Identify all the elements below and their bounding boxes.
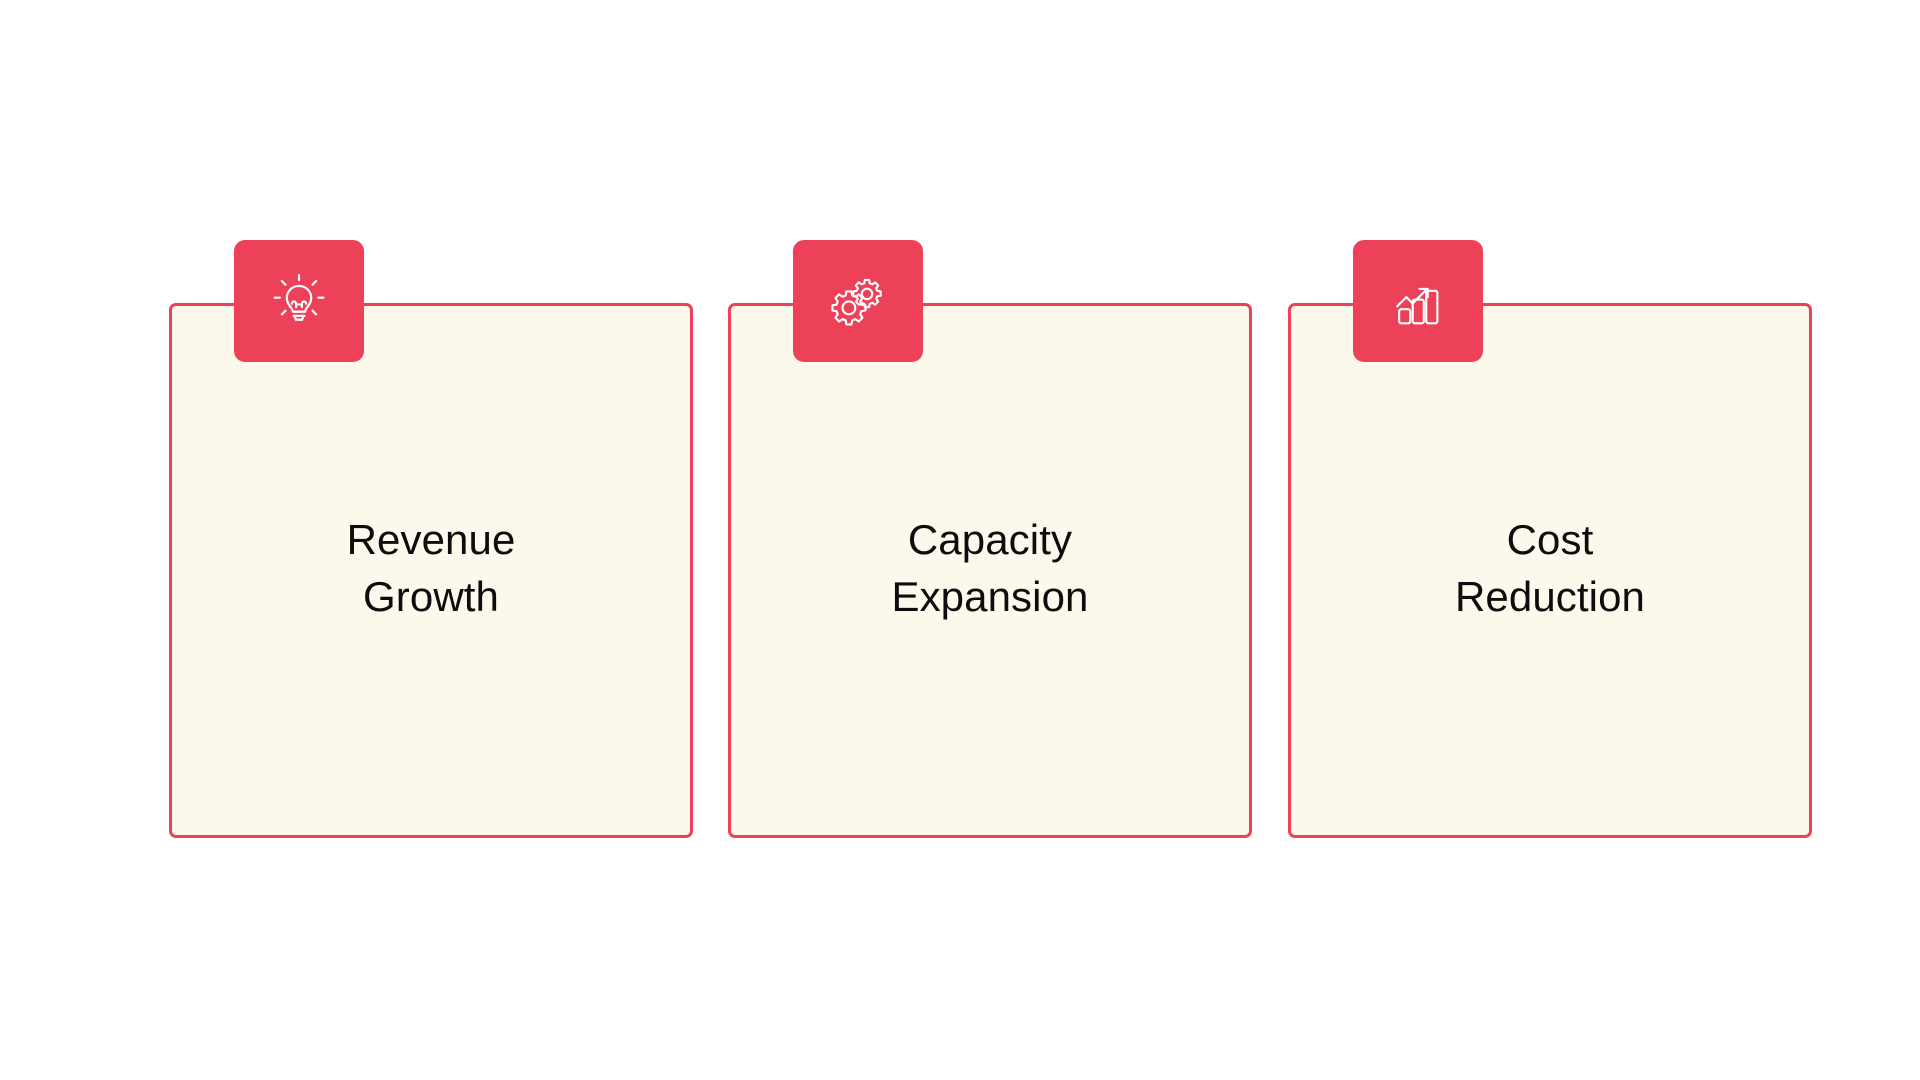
card-icon-badge[interactable] — [1353, 240, 1483, 362]
card-panel[interactable]: Cost Reduction — [1288, 303, 1812, 838]
card-icon-badge[interactable] — [793, 240, 923, 362]
card-title: Cost Reduction — [1454, 515, 1646, 620]
card-icon-badge[interactable] — [234, 240, 364, 362]
card-panel[interactable]: Revenue Growth — [169, 303, 693, 838]
lightbulb-icon — [268, 270, 330, 332]
card-title: Capacity Expansion — [891, 515, 1089, 620]
gears-icon — [827, 270, 889, 332]
card-title: Revenue Growth — [346, 515, 516, 620]
feature-card-capacity-expansion[interactable]: Capacity Expansion — [728, 240, 1252, 838]
card-panel[interactable]: Capacity Expansion — [728, 303, 1252, 838]
feature-card-cost-reduction[interactable]: Cost Reduction — [1288, 240, 1812, 838]
bar-chart-growth-icon — [1387, 270, 1449, 332]
feature-card-revenue-growth[interactable]: Revenue Growth — [169, 240, 693, 838]
